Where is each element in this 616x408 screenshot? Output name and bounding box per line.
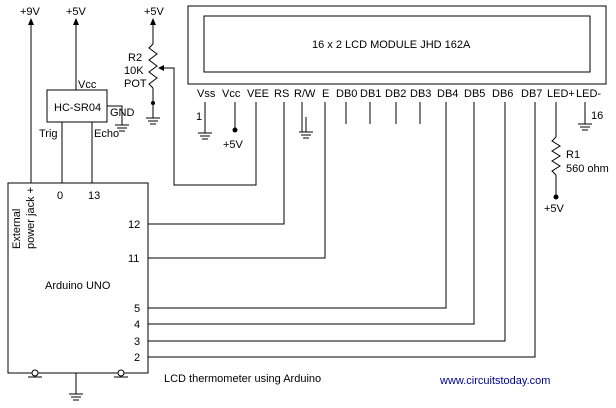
lcd-pin-db2: DB2: [385, 88, 406, 100]
arduino-pin-4: 4: [134, 319, 140, 331]
arduino-board: [7, 182, 149, 374]
arduino-pin-2: 2: [134, 352, 140, 364]
lcd-pin-ledplus: LED+: [547, 88, 575, 100]
pot-ref: R2: [128, 52, 142, 64]
pot-resistor-icon: [148, 43, 158, 89]
lcd-pin-number-last: 16: [591, 110, 603, 122]
lcd-pin-vee: VEE: [247, 88, 269, 100]
ground-sensor-icon: [115, 124, 129, 132]
resistor-ref: R1: [566, 149, 580, 161]
lcd-title: 16 x 2 LCD MODULE JHD 162A: [312, 39, 471, 51]
lcd-pin-vss: Vss: [197, 88, 216, 100]
pot-value: 10K: [124, 65, 144, 77]
supply-5v-backlight-label: +5V: [544, 203, 565, 215]
arduino-pin-0: 0: [57, 190, 63, 202]
ground-vss-icon: [198, 132, 212, 140]
arduino-pin-12: 12: [128, 219, 140, 231]
ground-rw-icon: [299, 131, 313, 139]
wire-e-11: [148, 102, 326, 259]
lcd-pin-ledminus: LED-: [576, 88, 601, 100]
wire-pot-wiper-vee: [164, 67, 257, 186]
wire-db5-4: [148, 102, 475, 325]
pot-wiper-icon: [158, 65, 164, 71]
supply-9v-label: +9V: [20, 6, 41, 18]
arrow-9v-icon: [28, 18, 34, 25]
ground-arduino-icon: [69, 393, 83, 401]
lcd-pin-vcc: Vcc: [222, 88, 241, 100]
arrow-5v-pot-icon: [150, 18, 156, 25]
lcd-pin-db4: DB4: [437, 88, 458, 100]
wire-db6-3: [148, 102, 506, 342]
arduino-power-jack-line2: power jack +: [25, 187, 37, 249]
website-label: www.circuitstoday.com: [439, 375, 550, 387]
arduino-pin-3: 3: [134, 336, 140, 348]
arrow-5v-sensor-icon: [73, 18, 79, 25]
ground-pot-icon: [146, 117, 160, 125]
arduino-power-jack-line1: External: [11, 209, 23, 249]
diagram-caption: LCD thermometer using Arduino: [164, 373, 321, 385]
arduino-name: Arduino UNO: [45, 280, 111, 292]
vcc-terminal: [232, 127, 238, 133]
resistor-r1-icon: [551, 136, 561, 176]
wire-db7-2: [148, 102, 536, 358]
arduino-pin-11: 11: [128, 253, 139, 265]
lcd-pin-db7: DB7: [521, 88, 542, 100]
supply-5v-sensor-label: +5V: [66, 6, 87, 18]
lcd-pin-e: E: [322, 88, 329, 100]
lcd-pin-rw: R/W: [294, 88, 316, 100]
arduino-pin-13: 13: [88, 190, 100, 202]
lcd-pin-db6: DB6: [492, 88, 513, 100]
hc-sr04-vcc-label: Vcc: [78, 79, 97, 91]
resistor-value: 560 ohm: [566, 163, 609, 175]
lcd-pin-rs: RS: [274, 88, 289, 100]
lcd-pin-db1: DB1: [360, 88, 381, 100]
arduino-corner-left-icon: [28, 369, 42, 378]
supply-5v-pot-label: +5V: [144, 6, 165, 18]
r1-terminal: [553, 194, 559, 200]
ground-led-minus-icon: [578, 123, 592, 131]
arduino-corner-right-icon: [114, 369, 128, 378]
wire-rs-12: [148, 102, 285, 225]
lcd-pin-db3: DB3: [410, 88, 431, 100]
hc-sr04-name: HC-SR04: [54, 102, 101, 114]
pot-type: POT: [124, 78, 147, 90]
wire-db4-5: [148, 102, 447, 309]
hc-sr04-trig-label: Trig: [39, 128, 58, 140]
wire-rw: [301, 102, 306, 133]
lcd-pin-db0: DB0: [336, 88, 357, 100]
lcd-screen: [203, 15, 591, 73]
supply-5v-vcc-label: +5V: [223, 139, 244, 151]
wire-sensor-gnd: [107, 105, 123, 125]
hc-sr04-echo-label: Echo: [94, 128, 119, 140]
lcd-pin-number-first: 1: [196, 111, 202, 123]
arduino-pin-5: 5: [134, 303, 140, 315]
lcd-pin-db5: DB5: [464, 88, 485, 100]
